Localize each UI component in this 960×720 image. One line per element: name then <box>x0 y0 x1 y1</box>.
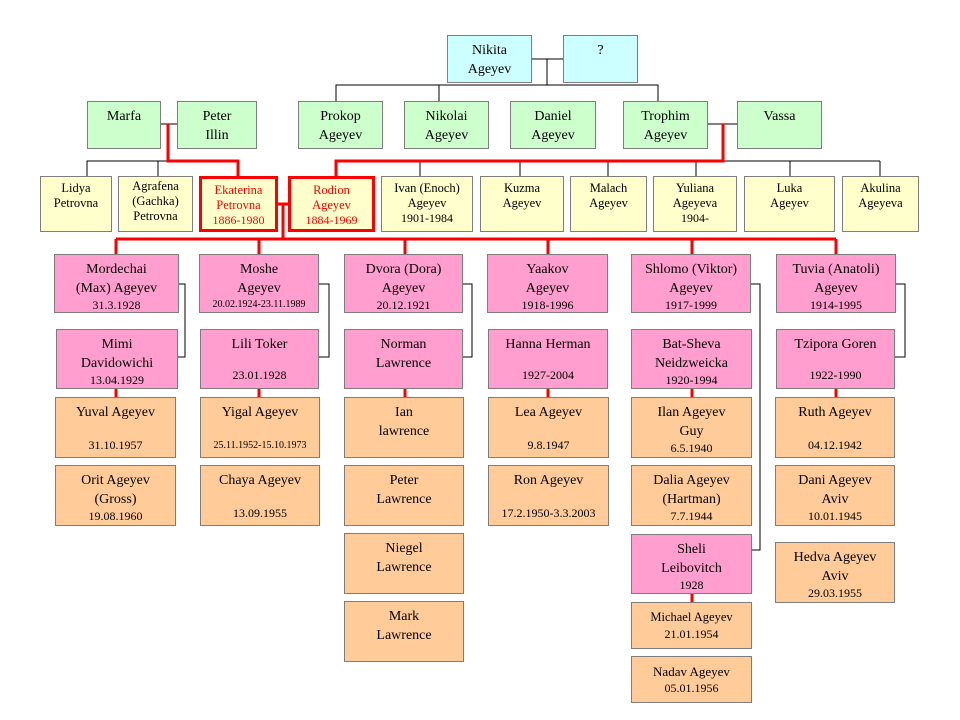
person-ivan: Ivan (Enoch)Ageyev 1901-1984 <box>381 176 473 232</box>
person-tzipora: Tzipora Goren 1922-1990 <box>776 329 895 389</box>
connector-line <box>319 283 330 358</box>
person-michael: Michael Ageyev 21.01.1954 <box>631 602 752 649</box>
person-tuvia: Tuvia (Anatoli)Ageyev 1914-1995 <box>776 254 896 313</box>
person-dvora: Dvora (Dora)Ageyev 20.12.1921 <box>344 254 463 313</box>
connector-line <box>547 84 659 101</box>
connector-line <box>178 283 186 358</box>
person-chaya: Chaya Ageyev 13.09.1955 <box>200 465 320 526</box>
person-hanna: Hanna Herman 1927-2004 <box>488 329 608 389</box>
connector-line <box>895 283 906 358</box>
connector-line <box>335 59 548 101</box>
person-agrafena: Agrafena(Gachka)Petrovna <box>118 176 193 232</box>
person-marfa: Marfa <box>87 101 161 149</box>
connector-line <box>463 283 473 358</box>
person-ron: Ron Ageyev 17.2.1950-3.3.2003 <box>488 465 609 526</box>
highlight-line <box>334 124 725 176</box>
person-mordechai: Mordechai(Max) Ageyev 31.3.1928 <box>54 254 179 313</box>
person-nadav: Nadav Ageyev 05.01.1956 <box>631 656 752 703</box>
person-lili: Lili Toker 23.01.1928 <box>200 329 319 389</box>
highlight-line <box>166 124 240 176</box>
person-vassa: Vassa <box>737 101 822 149</box>
person-lea: Lea Ageyev 9.8.1947 <box>488 397 609 458</box>
person-ruth: Ruth Ageyev 04.12.1942 <box>775 397 895 458</box>
connector-line <box>751 283 761 551</box>
person-dalia: Dalia Ageyev(Hartman) 7.7.1944 <box>631 465 752 526</box>
person-yigal: Yigal Ageyev 25.11.1952-15.10.1973 <box>200 397 320 458</box>
person-unknown: ? <box>563 35 638 83</box>
person-yuval: Yuval Ageyev 31.10.1957 <box>55 397 176 458</box>
person-orit: Orit Ageyev(Gross) 19.08.1960 <box>55 465 176 526</box>
person-shlomo: Shlomo (Viktor)Ageyev 1917-1999 <box>631 254 751 313</box>
